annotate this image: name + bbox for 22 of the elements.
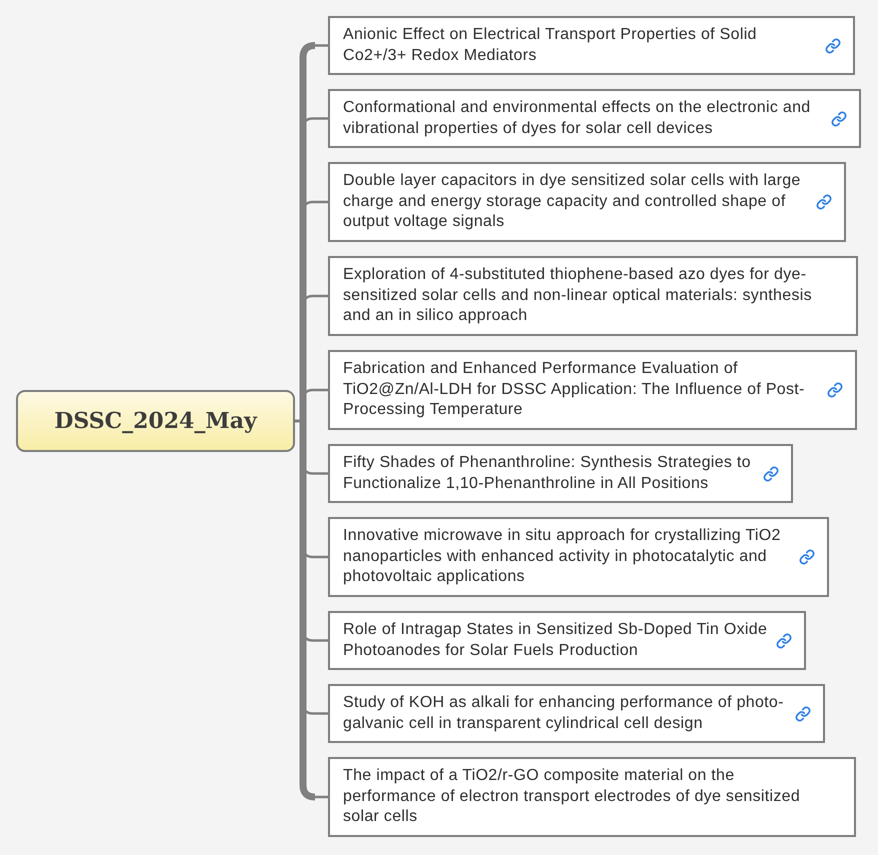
topic-title: Exploration of 4-substituted thiophene-based azo dyes for dye-sensitized solar cells and non-linear optical materials: synthesis and an in silico approach [343, 264, 813, 326]
topic-box [328, 256, 858, 336]
topic-title: Fabrication and Enhanced Performance Evaluation of TiO2@Zn/Al-LDH for DSSC Application: The Influence of Post-Processing Temperature [343, 358, 806, 420]
topic-box [328, 444, 793, 503]
topic-title: Double layer capacitors in dye sensitized solar cells with large charge and energy storage capacity and controlled shape of output voltage signals [343, 170, 802, 232]
topic-box [328, 16, 855, 75]
central-topic-box [16, 390, 295, 452]
topic-title: Study of KOH as alkali for enhancing performance of photo-galvanic cell in transparent cylindrical cell design [343, 692, 785, 734]
topic-box [328, 611, 806, 670]
topic-title: Fifty Shades of Phenanthroline: Synthesis Strategies to Functionalize 1,10-Phenanthroline in All Positions [343, 452, 752, 494]
topic-box [328, 89, 861, 148]
topic-title: Innovative microwave in situ approach for crystallizing TiO2 nanoparticles with enhanced activity in photocatalytic and photovoltaic applications [343, 526, 782, 588]
topic-title: Role of Intragap States in Sensitized Sb-Doped Tin Oxide Photoanodes for Solar Fuels Production [343, 620, 768, 660]
topic-box [328, 350, 857, 430]
topic-title: The impact of a TiO2/r-GO composite material on the performance of electron transport electrodes of dye sensitized solar cells [343, 766, 802, 828]
topic-box [328, 517, 829, 597]
topic-box [328, 684, 825, 743]
topic-box [328, 757, 856, 837]
topic-box [328, 162, 846, 242]
topic-title: Conformational and environmental effects on the electronic and vibrational properties of dyes for solar cell devices [343, 98, 812, 138]
central-topic-title: DSSC_2024_May [54, 408, 257, 434]
topic-title: Anionic Effect on Electrical Transport Properties of Solid Co2+/3+ Redox Mediators [343, 24, 758, 66]
